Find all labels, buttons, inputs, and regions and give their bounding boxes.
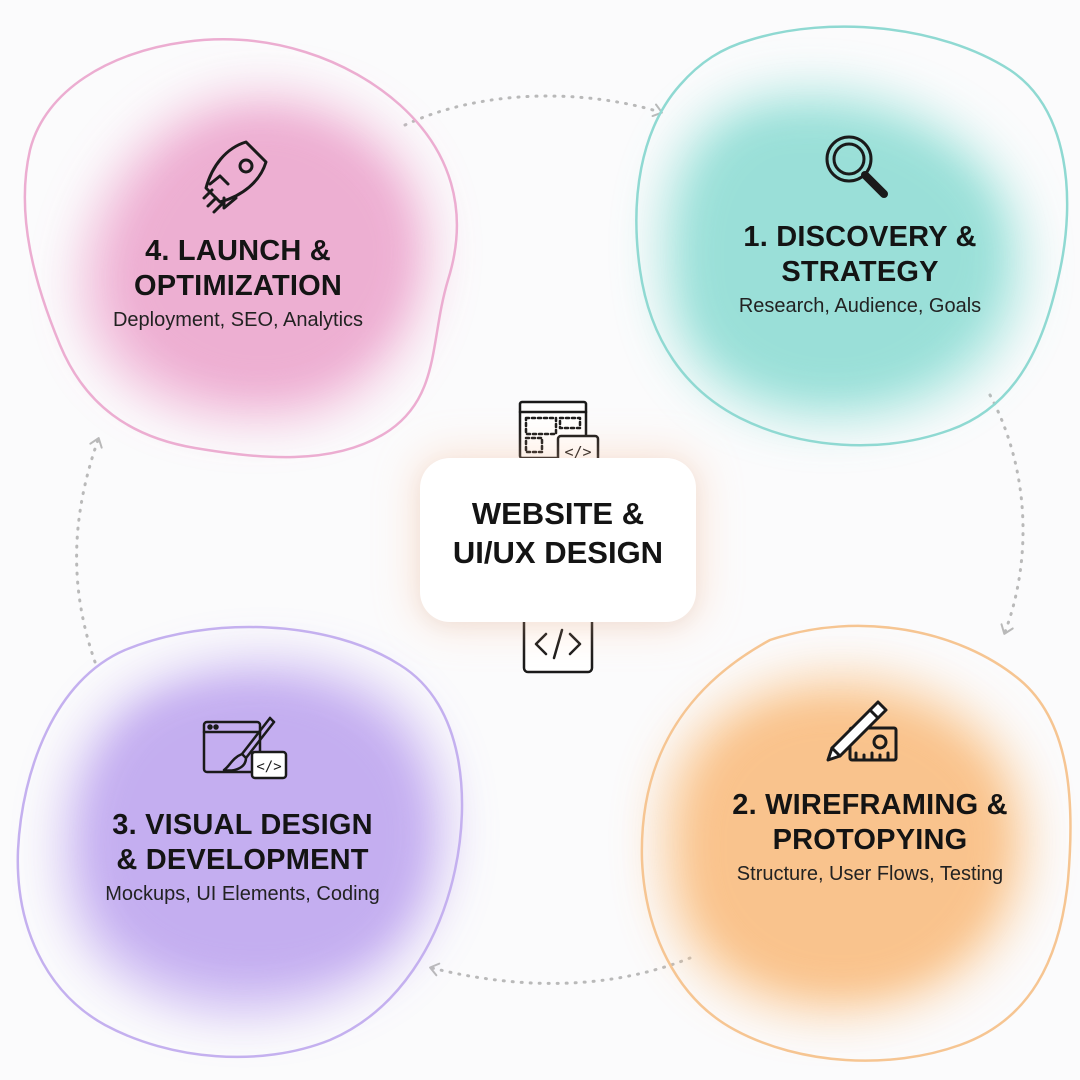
pencil-ruler-icon — [826, 700, 898, 762]
stage-launch: 4. LAUNCH & OPTIMIZATION Deployment, SEO… — [88, 234, 388, 332]
design-brush-code-icon: </> — [202, 716, 288, 780]
stage-discovery-title-line1: 1. DISCOVERY & — [743, 221, 977, 253]
center-title-line1: WEBSITE & — [471, 496, 645, 531]
connector-discovery-to-wireframing — [988, 393, 1025, 635]
blob-wireframing — [640, 624, 1072, 1062]
connector-visual-to-launch — [75, 437, 103, 664]
stage-wireframing-title-line1: 2. WIREFRAMING & — [732, 789, 1008, 821]
blob-visual — [16, 625, 464, 1059]
stage-discovery-title-line2: STRATEGY — [781, 256, 939, 288]
blob-launch — [23, 38, 459, 459]
center-title: WEBSITE & UI/UX DESIGN — [420, 494, 696, 572]
stage-wireframing: 2. WIREFRAMING & PROTOPYING Structure, U… — [705, 788, 1035, 886]
stage-launch-title-line2: OPTIMIZATION — [133, 270, 343, 302]
stage-discovery: 1. DISCOVERY & STRATEGY Research, Audien… — [705, 220, 1015, 318]
wireframe-code-icon: </> — [518, 400, 600, 468]
stage-visual: 3. VISUAL DESIGN & DEVELOPMENT Mockups, … — [70, 808, 415, 906]
stage-visual-title-line2: & DEVELOPMENT — [116, 844, 369, 876]
connector-wireframing-to-visual — [429, 956, 692, 985]
stage-visual-title-line1: 3. VISUAL DESIGN — [112, 809, 373, 841]
stage-visual-subtitle: Mockups, UI Elements, Coding — [105, 883, 380, 905]
blob-discovery — [635, 25, 1069, 447]
magnifier-icon — [825, 135, 888, 198]
connector-arrows — [75, 94, 1025, 985]
center-title-line2: UI/UX DESIGN — [452, 535, 664, 570]
stage-discovery-subtitle: Research, Audience, Goals — [738, 295, 982, 317]
stage-wireframing-title-line2: PROTOPYING — [772, 824, 968, 856]
stage-launch-title-line1: 4. LAUNCH & — [145, 235, 331, 267]
stage-wireframing-subtitle: Structure, User Flows, Testing — [736, 863, 1004, 885]
svg-text:</>: </> — [256, 759, 281, 775]
stage-launch-subtitle: Deployment, SEO, Analytics — [112, 309, 364, 331]
connector-launch-to-discovery — [403, 94, 663, 127]
rocket-icon — [202, 140, 268, 214]
center-card — [420, 458, 696, 622]
svg-text:</>: </> — [564, 443, 591, 461]
